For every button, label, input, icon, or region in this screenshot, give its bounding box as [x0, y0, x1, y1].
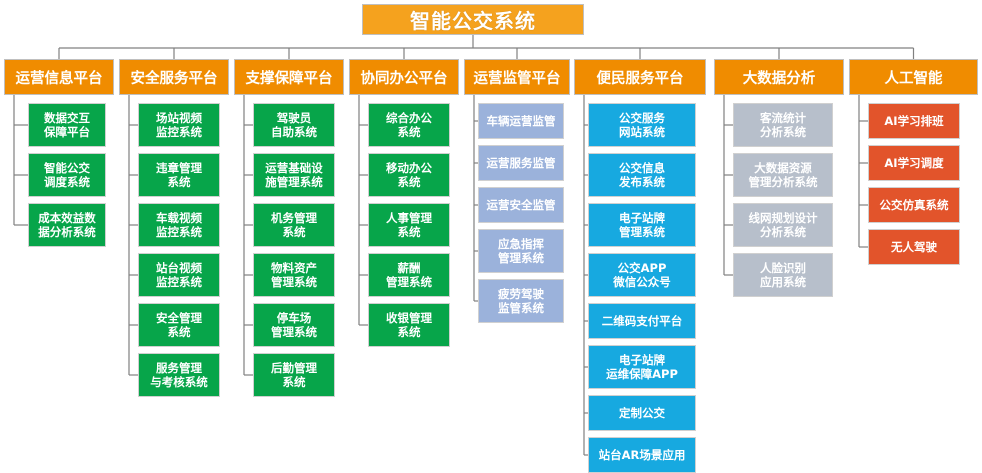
node-col3-item1[interactable]: 驾驶员 自助系统	[253, 103, 335, 147]
node-col6-item1[interactable]: 公交服务 网站系统	[588, 103, 696, 147]
node-col3-item3[interactable]: 机务管理 系统	[253, 203, 335, 247]
node-col7-item2[interactable]: 大数据资源 管理分析系统	[733, 153, 833, 197]
root-node-title: 智能公交系统	[362, 4, 584, 35]
node-col7-item4[interactable]: 人脸识别 应用系统	[733, 253, 833, 297]
node-col4-item2[interactable]: 移动办公 系统	[368, 153, 450, 197]
node-col4-item5[interactable]: 收银管理 系统	[368, 303, 450, 347]
node-col6-item8[interactable]: 站台AR场景应用	[588, 437, 696, 473]
node-col3-item4[interactable]: 物料资产 管理系统	[253, 253, 335, 297]
node-col8-item4[interactable]: 无人驾驶	[868, 229, 960, 265]
column-header-2[interactable]: 安全服务平台	[119, 59, 229, 95]
node-col2-item5[interactable]: 安全管理 系统	[138, 303, 220, 347]
column-header-1[interactable]: 运营信息平台	[4, 59, 114, 95]
org-chart-diagram: 智能公交系统 运营信息平台数据交互 保障平台智能公交 调度系统成本效益数 据分析…	[4, 4, 978, 473]
node-col6-item5[interactable]: 二维码支付平台	[588, 303, 696, 339]
node-col6-item3[interactable]: 电子站牌 管理系统	[588, 203, 696, 247]
node-col8-item1[interactable]: AI学习排班	[868, 103, 960, 139]
node-col6-item2[interactable]: 公交信息 发布系统	[588, 153, 696, 197]
node-col2-item2[interactable]: 违章管理 系统	[138, 153, 220, 197]
node-col3-item6[interactable]: 后勤管理 系统	[253, 353, 335, 397]
node-col6-item7[interactable]: 定制公交	[588, 395, 696, 431]
node-col2-item6[interactable]: 服务管理 与考核系统	[138, 353, 220, 397]
node-col4-item4[interactable]: 薪酬 管理系统	[368, 253, 450, 297]
node-col3-item5[interactable]: 停车场 管理系统	[253, 303, 335, 347]
column-header-3[interactable]: 支撑保障平台	[234, 59, 344, 95]
node-col4-item3[interactable]: 人事管理 系统	[368, 203, 450, 247]
node-col5-item3[interactable]: 运营安全监管	[478, 187, 564, 223]
node-col1-item1[interactable]: 数据交互 保障平台	[28, 103, 106, 147]
node-col5-item5[interactable]: 疲劳驾驶 监管系统	[478, 279, 564, 323]
column-header-5[interactable]: 运营监管平台	[464, 59, 570, 95]
node-col5-item2[interactable]: 运营服务监管	[478, 145, 564, 181]
node-col1-item3[interactable]: 成本效益数 据分析系统	[28, 203, 106, 247]
column-header-6[interactable]: 便民服务平台	[574, 59, 706, 95]
node-col7-item1[interactable]: 客流统计 分析系统	[733, 103, 833, 147]
column-header-8[interactable]: 人工智能	[849, 59, 978, 95]
node-col2-item1[interactable]: 场站视频 监控系统	[138, 103, 220, 147]
node-col6-item6[interactable]: 电子站牌 运维保障APP	[588, 345, 696, 389]
node-col5-item1[interactable]: 车辆运营监管	[478, 103, 564, 139]
node-col2-item3[interactable]: 车载视频 监控系统	[138, 203, 220, 247]
node-col7-item3[interactable]: 线网规划设计 分析系统	[733, 203, 833, 247]
node-col3-item2[interactable]: 运营基础设 施管理系统	[253, 153, 335, 197]
node-col5-item4[interactable]: 应急指挥 管理系统	[478, 229, 564, 273]
node-col2-item4[interactable]: 站台视频 监控系统	[138, 253, 220, 297]
node-col1-item2[interactable]: 智能公交 调度系统	[28, 153, 106, 197]
node-col4-item1[interactable]: 综合办公 系统	[368, 103, 450, 147]
node-col8-item2[interactable]: AI学习调度	[868, 145, 960, 181]
column-header-7[interactable]: 大数据分析	[714, 59, 844, 95]
node-col6-item4[interactable]: 公交APP 微信公众号	[588, 253, 696, 297]
column-header-4[interactable]: 协同办公平台	[349, 59, 459, 95]
node-col8-item3[interactable]: 公交仿真系统	[868, 187, 960, 223]
